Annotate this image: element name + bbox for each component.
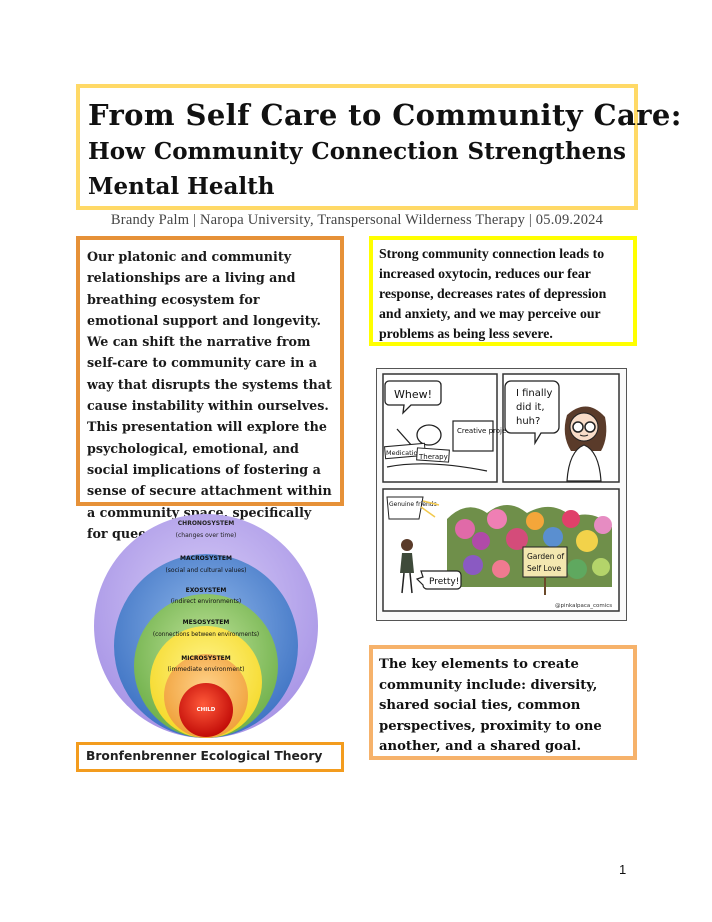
intro-text: Our platonic and community relationships… <box>87 249 332 541</box>
person-small-illustration <box>400 539 414 594</box>
macrosystem-desc: (social and cultural values) <box>165 567 246 574</box>
mesosystem-label: MESOSYSTEM <box>183 619 230 626</box>
oxytocin-box: Strong community connection leads to inc… <box>369 236 637 346</box>
garden-sign-line-1: Garden of <box>527 552 564 561</box>
panel3-bubble-text: Pretty! <box>429 577 459 587</box>
pot-icon <box>416 424 442 446</box>
page-number: 1 <box>619 862 627 877</box>
diagram-caption: Bronfenbrenner Ecological Theory <box>76 742 344 772</box>
panel2-bubble-line-2: did it, <box>516 402 545 413</box>
comic-illustration: Whew! Medication Therapy Creative projec… <box>376 368 627 621</box>
speech-bubble-icon <box>504 380 560 446</box>
panel2-bubble-line-1: I finally <box>516 388 552 399</box>
chronosystem-label: CHRONOSYSTEM <box>178 520 234 527</box>
speech-bubble-icon <box>384 380 442 415</box>
title-line-2: How Community Connection Strengthens <box>88 138 626 165</box>
bronfenbrenner-diagram: CHRONOSYSTEM (changes over time) MACROSY… <box>86 512 326 740</box>
tag-icon <box>386 496 424 520</box>
key-elements-text: The key elements to create community inc… <box>379 657 602 754</box>
title-line-1: From Self Care to Community Care: <box>88 98 682 132</box>
panel1-item-3: Creative projects <box>457 427 517 435</box>
comic-credit: @pinkalpaca_comics <box>555 603 612 609</box>
person-illustration <box>564 406 607 482</box>
microsystem-label: MICROSYSTEM <box>181 655 231 662</box>
child-label: CHILD <box>197 707 216 713</box>
author-byline: Brandy Palm | Naropa University, Transpe… <box>110 212 604 228</box>
title-box: From Self Care to Community Care: How Co… <box>76 84 682 210</box>
garden-sign-line-2: Self Love <box>527 564 562 573</box>
exosystem-label: EXOSYSTEM <box>186 587 227 594</box>
key-elements-box: The key elements to create community inc… <box>369 645 637 760</box>
title-line-3: Mental Health <box>88 173 275 200</box>
panel1-item-1: Medication <box>386 449 422 457</box>
panel2-bubble-line-3: huh? <box>516 416 540 427</box>
exosystem-desc: (indirect environments) <box>171 598 242 605</box>
mesosystem-desc: (connections between environments) <box>153 632 259 638</box>
panel1-item-2: Therapy <box>418 453 448 461</box>
panel3-tag-text: Genuine friends <box>389 501 437 508</box>
panel1-bubble-text: Whew! <box>394 388 432 401</box>
garden-illustration <box>447 505 612 595</box>
chronosystem-desc: (changes over time) <box>176 532 237 539</box>
intro-box: Our platonic and community relationships… <box>76 236 344 541</box>
child-circle <box>179 683 233 737</box>
oxytocin-text: Strong community connection leads to inc… <box>379 246 607 341</box>
speech-bubble-icon <box>415 570 462 590</box>
microsystem-desc: (immediate environment) <box>167 666 244 673</box>
macrosystem-label: MACROSYSTEM <box>180 555 232 562</box>
